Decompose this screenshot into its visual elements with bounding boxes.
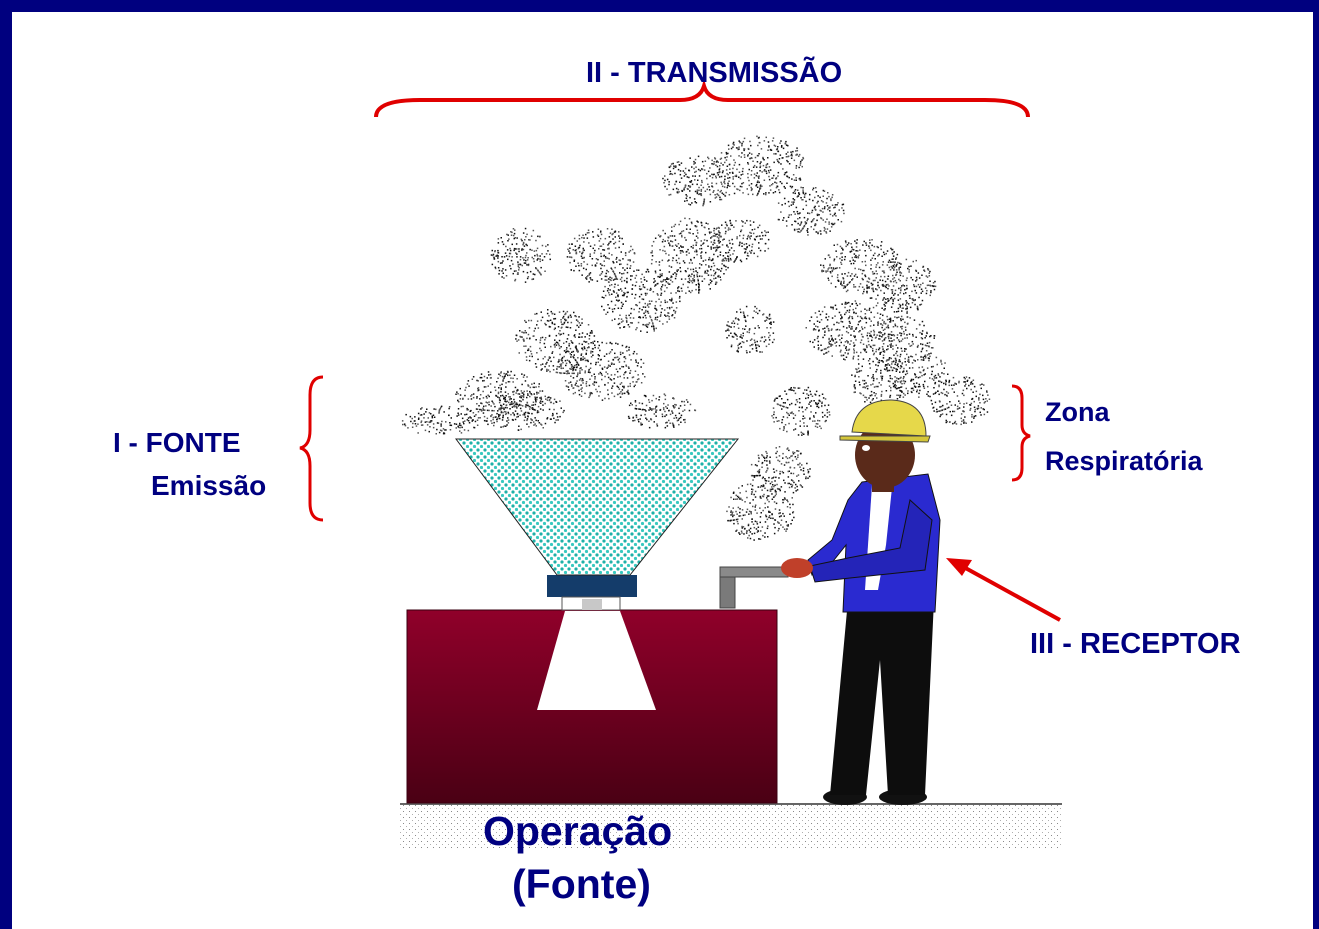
breathing-label: Respiratória <box>1045 446 1203 476</box>
source-label: I - FONTE <box>113 427 241 458</box>
receptor-arrow <box>959 563 1061 622</box>
dust-cloud-icon <box>401 135 991 541</box>
breathing-zone-brace <box>1011 384 1031 482</box>
ground-sand <box>400 805 1062 849</box>
operation-source-label: (Fonte) <box>512 861 651 907</box>
hopper-base <box>547 575 637 597</box>
valve-lever <box>719 566 789 578</box>
transmission-brace <box>374 78 1030 118</box>
machine-opening <box>537 611 656 710</box>
hopper-icon <box>455 438 740 576</box>
zone-label: Zona <box>1045 397 1110 427</box>
source-brace <box>299 375 324 522</box>
worker-icon <box>781 399 941 805</box>
emission-label: Emissão <box>151 470 267 501</box>
transmission-label: II - TRANSMISSÃO <box>586 57 843 89</box>
operation-label: Operação <box>483 808 673 854</box>
receptor-label: III - RECEPTOR <box>1030 628 1241 660</box>
